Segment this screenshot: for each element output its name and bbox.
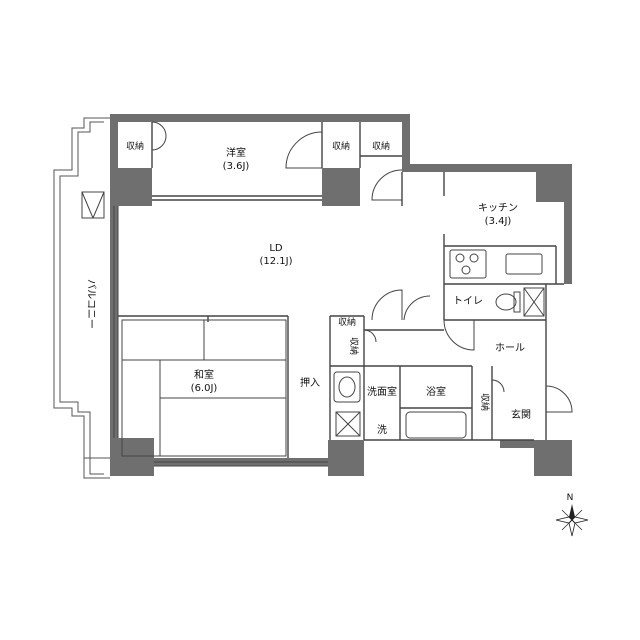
- kitchen-size: (3.4J): [485, 216, 512, 227]
- oshiire-label: 押入: [300, 376, 320, 389]
- western-room-name: 洋室: [226, 146, 246, 159]
- ld-size: (12.1J): [259, 256, 292, 267]
- balcony-shaft: [81, 191, 105, 219]
- toilet-fixture: [495, 287, 545, 317]
- storage-e: 収納: [348, 337, 360, 355]
- balcony-label: バルコニー: [85, 279, 97, 329]
- hall-label: ホール: [495, 342, 525, 354]
- tatami: [121, 319, 287, 457]
- ld-name: LD: [269, 243, 283, 254]
- exterior-walls: [110, 114, 572, 476]
- wash-fixtures: [333, 371, 467, 439]
- entrance-label: 玄関: [511, 408, 531, 421]
- storage-label-f-vertical: 収納: [479, 393, 491, 411]
- storage-label-d: 収納: [338, 316, 356, 328]
- compass-north-icon: [569, 504, 575, 520]
- toilet-label: トイレ: [453, 296, 483, 307]
- compass-north-label: N: [567, 493, 574, 503]
- japanese-room-name: 和室: [194, 368, 214, 381]
- balcony-label-vertical: バルコニー: [85, 279, 97, 329]
- storage-label-a: 収納: [126, 140, 144, 152]
- bathroom-label: 浴室: [426, 385, 446, 398]
- balcony: [53, 117, 110, 479]
- storage-label-c: 収納: [372, 140, 390, 152]
- labels: 洋室 (3.6J) LD (12.1J) キッチン (3.4J) 和室 (6.0…: [85, 140, 531, 436]
- windows: [113, 206, 328, 467]
- washer-label: 洗: [377, 424, 387, 436]
- kitchen-name: キッチン: [478, 202, 518, 214]
- japanese-room-size: (6.0J): [191, 383, 218, 394]
- washroom-label: 洗面室: [367, 385, 397, 398]
- interior-walls: [118, 122, 564, 458]
- compass: N: [555, 493, 589, 537]
- storage-label-b: 収納: [332, 140, 350, 152]
- kitchen-fixtures: [449, 249, 543, 279]
- storage-f: 収納: [479, 393, 491, 411]
- western-room-size: (3.6J): [223, 161, 250, 172]
- storage-label-e-vertical: 収納: [348, 337, 360, 355]
- doors: [151, 121, 573, 413]
